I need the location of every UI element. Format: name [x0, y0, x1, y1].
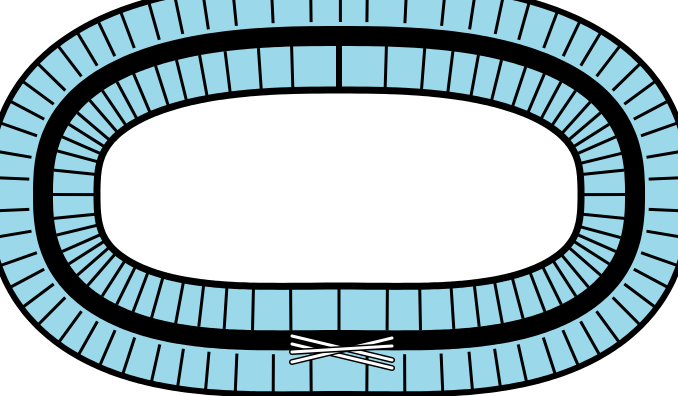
loop-cell-divider-inner [271, 0, 273, 23]
loop-cell-divider-inner [441, 354, 443, 394]
loop-cell-divider-inner [0, 177, 29, 179]
loop-cell-divider-outer [292, 47, 293, 91]
loop-cell-divider-outer [253, 286, 254, 330]
loop-cell-divider-inner [367, 0, 368, 22]
loop-outer-edge [97, 90, 581, 286]
loop-cell-divider-inner [235, 354, 237, 394]
loop-cell-divider-inner [649, 209, 678, 211]
loop-cell-divider-inner [649, 177, 678, 179]
loop-cell-divider-inner [311, 0, 312, 22]
loop-cell-divider-inner [0, 209, 29, 211]
loop-cell-divider-outer [385, 47, 386, 91]
loop-cell-divider-outer [420, 286, 421, 330]
loop-cell-divider-inner [405, 0, 407, 23]
